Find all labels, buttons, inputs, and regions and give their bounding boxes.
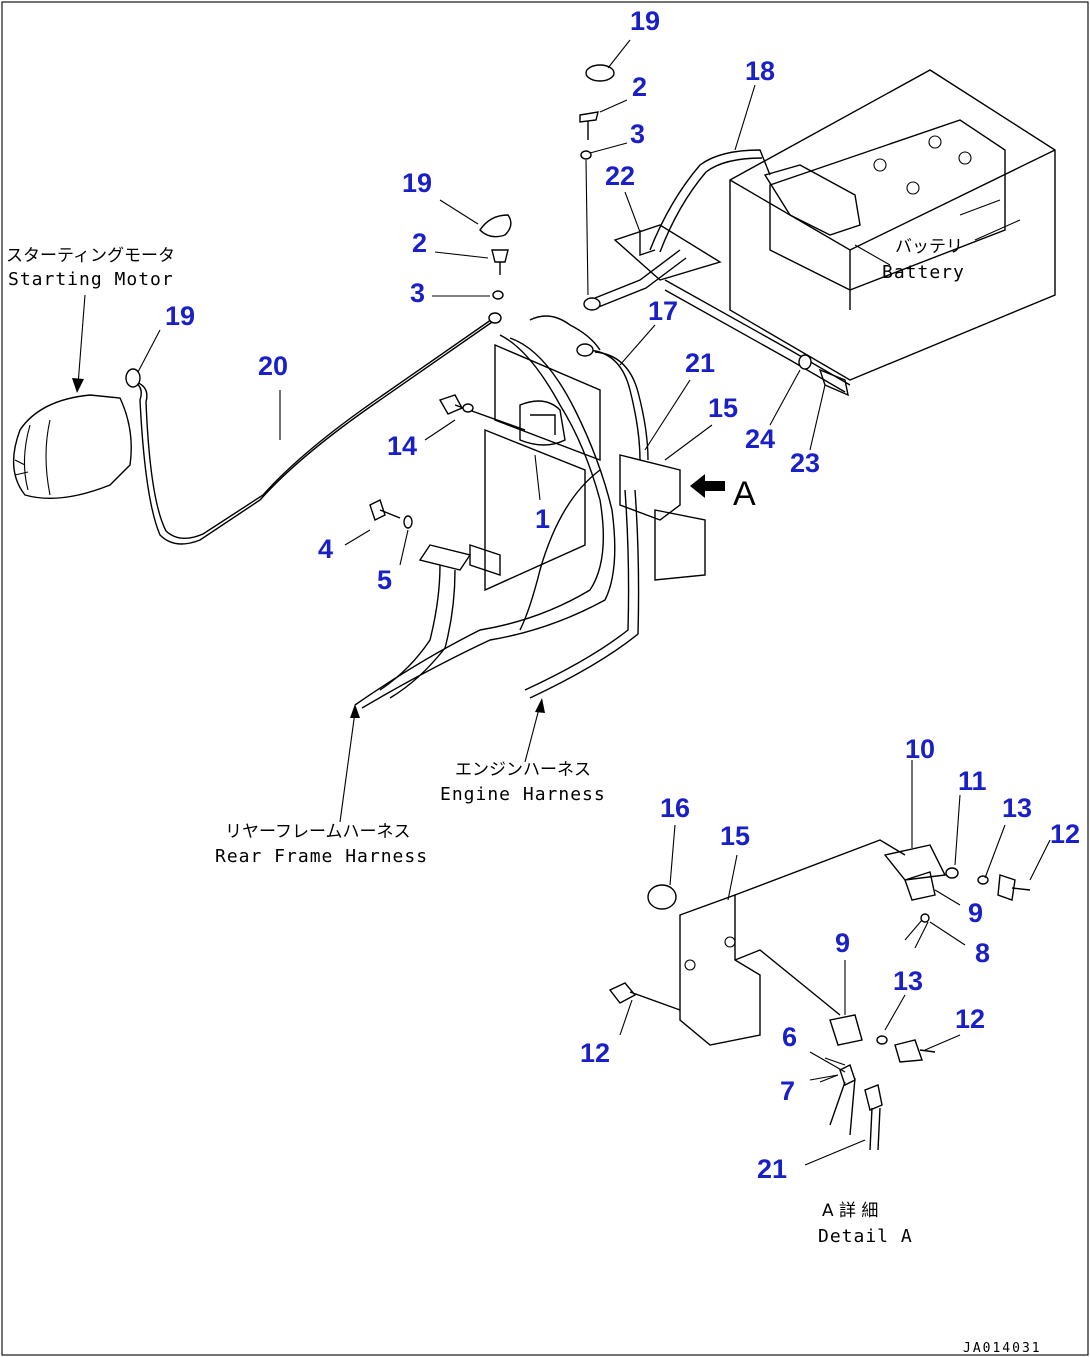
- callout-9: 9: [835, 928, 850, 958]
- callout-19: 19: [402, 168, 432, 198]
- callout-17: 17: [648, 296, 678, 326]
- washer-3-top: [580, 150, 592, 160]
- callout-22: 22: [605, 161, 635, 191]
- callout-24: 24: [745, 424, 775, 454]
- bolt-2-left: [491, 249, 509, 275]
- arrow-starting-motor-icon: [72, 378, 84, 393]
- callout-12: 12: [580, 1038, 610, 1068]
- leader-lines: [137, 39, 1051, 1081]
- callout-23: 23: [790, 448, 820, 478]
- battery-label-jp: バッテリ: [895, 237, 963, 257]
- cable-20: [129, 319, 496, 545]
- washer-5: [403, 515, 413, 529]
- arrow-rear-frame-icon: [350, 704, 360, 718]
- detail-a-label: Detail A: [818, 1226, 913, 1247]
- callout-13: 13: [1002, 793, 1032, 823]
- drawing-code: JA014031: [963, 1341, 1042, 1356]
- callout-16: 16: [660, 793, 690, 823]
- callout-numbers: 19 2 3 18 22 19 2 3 19 20 17 21 15 24 23…: [165, 6, 1080, 1184]
- callout-5: 5: [377, 565, 392, 595]
- bolt-4: [369, 499, 401, 521]
- cap-19-left: [479, 214, 512, 238]
- bolt-14: [438, 394, 526, 431]
- cap-19-top: [585, 64, 615, 82]
- callout-1: 1: [535, 504, 550, 534]
- callout-15: 15: [720, 821, 750, 851]
- battery: [729, 69, 1056, 381]
- callout-8: 8: [975, 938, 990, 968]
- callout-20: 20: [258, 351, 288, 381]
- callout-21: 21: [685, 348, 715, 378]
- view-a-label: A: [733, 475, 756, 513]
- callout-9: 9: [968, 898, 983, 928]
- callout-11: 11: [958, 766, 987, 796]
- starting-motor-label: Starting Motor: [8, 269, 174, 290]
- detail-a: [608, 839, 1031, 1166]
- callout-7: 7: [780, 1076, 795, 1106]
- callout-2: 2: [412, 228, 427, 258]
- callout-3: 3: [630, 119, 645, 149]
- starting-motor-label-jp: スターティングモータ: [6, 246, 175, 266]
- callout-19: 19: [165, 301, 195, 331]
- detail-a-label-jp: A 詳 細: [822, 1201, 878, 1221]
- callout-3: 3: [410, 278, 425, 308]
- engine-harness: [524, 489, 630, 691]
- bracket-22: [613, 224, 722, 281]
- callout-2: 2: [632, 72, 647, 102]
- callout-14: 14: [387, 431, 417, 461]
- callout-4: 4: [318, 534, 333, 564]
- rear-frame-harness-label-jp: リヤーフレームハーネス: [225, 822, 410, 842]
- bolt-2-top: [579, 111, 599, 140]
- relay-bracket: [418, 343, 706, 592]
- washer-3-left: [492, 290, 504, 300]
- text-labels: スターティングモータ Starting Motor バッテリ Battery エ…: [6, 237, 1042, 1356]
- callout-19: 19: [630, 6, 660, 36]
- callout-15: 15: [708, 393, 738, 423]
- rear-frame-harness-label: Rear Frame Harness: [215, 846, 428, 867]
- arrow-engine-harness-icon: [535, 698, 545, 713]
- rear-frame-harness: [354, 334, 604, 706]
- callout-10: 10: [905, 734, 935, 764]
- callout-12: 12: [955, 1004, 985, 1034]
- battery-label: Battery: [882, 262, 965, 283]
- cable-18: [649, 149, 771, 251]
- callout-21: 21: [757, 1154, 787, 1184]
- view-arrow-icon: [690, 474, 725, 498]
- starting-motor: [12, 394, 132, 499]
- callout-12: 12: [1050, 819, 1080, 849]
- engine-harness-label: Engine Harness: [440, 784, 606, 805]
- terminal-19-motor: [125, 368, 141, 388]
- engine-harness-label-jp: エンジンハーネス: [455, 760, 591, 780]
- callout-18: 18: [745, 56, 775, 86]
- cable-17: [584, 349, 641, 461]
- callout-6: 6: [782, 1022, 797, 1052]
- callout-13: 13: [893, 966, 923, 996]
